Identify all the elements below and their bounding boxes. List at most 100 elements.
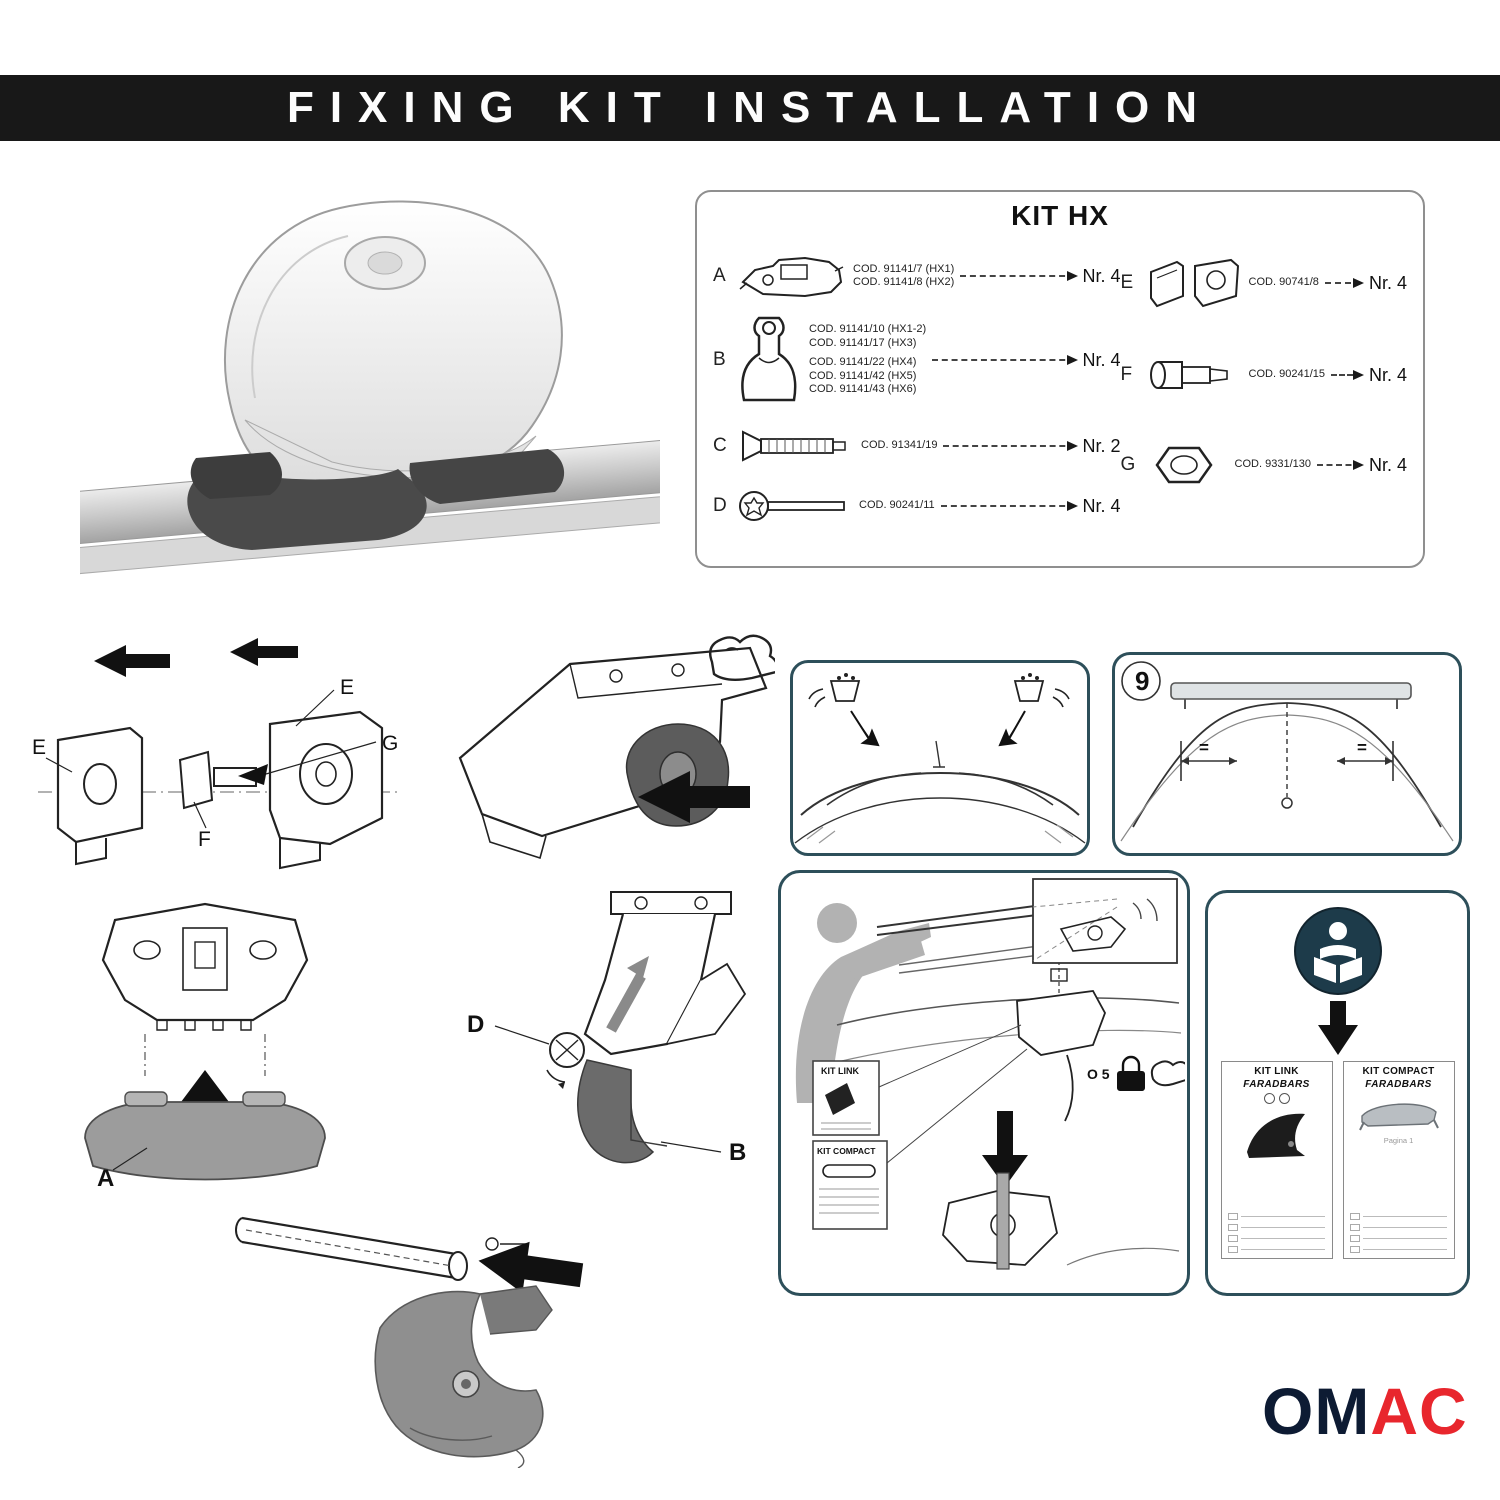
dashed-arrow xyxy=(940,501,1078,511)
signal-marks xyxy=(1132,898,1158,922)
dashed-arrow xyxy=(1330,370,1364,380)
flanged-screw-icon xyxy=(735,426,855,466)
allen-bolt-icon xyxy=(735,488,853,524)
parts-list-row xyxy=(1349,1246,1448,1253)
equal-spacing-left: = xyxy=(1180,738,1237,781)
kit-compact-title: KIT COMPACT xyxy=(1362,1066,1435,1077)
top-plate xyxy=(610,891,732,915)
down-arrow-icon xyxy=(982,1111,1028,1187)
faradbars-logo: FARADBARS xyxy=(1365,1079,1432,1090)
omac-logo: OMAC xyxy=(1262,1378,1468,1444)
kit-link-title: KIT LINK xyxy=(1254,1066,1299,1077)
part-code: COD. 91141/22 (HX4) xyxy=(809,356,917,369)
kit-row-c: C COD. 91341/19 Nr. 2 xyxy=(713,426,1121,466)
antenna xyxy=(933,740,945,768)
foot-assembly-detail xyxy=(1016,963,1106,1122)
kit-hx-box: KIT HX A COD. 91141/7 (HX1) xyxy=(695,190,1425,568)
padlock-icon xyxy=(1117,1055,1145,1091)
detail-inset xyxy=(1032,878,1178,964)
part-code: COD. 91141/10 (HX1-2) xyxy=(809,323,927,336)
lift-arrow-icon xyxy=(627,956,649,978)
kit-title: KIT HX xyxy=(1011,200,1109,231)
parts-list-row xyxy=(1227,1246,1326,1253)
part-code: COD. 91141/42 (HX5) xyxy=(809,369,917,382)
part-codes: COD. 90741/8 xyxy=(1249,276,1319,290)
hex-nut-icon xyxy=(1143,442,1229,488)
installation-step-box: O 5 KIT LINK KIT COMPACT xyxy=(778,870,1192,1296)
part-qty: Nr. 2 xyxy=(1082,435,1121,456)
clamp-leg-b xyxy=(577,1059,655,1164)
faradbars-logo: FARADBARS xyxy=(1243,1079,1310,1090)
grease-step-box xyxy=(790,660,1090,856)
step9-box: 9 = = xyxy=(1112,652,1462,856)
kit-columns: A COD. 91141/7 (HX1) COD. 91141/8 (HX2) xyxy=(713,236,1407,524)
label-f: F xyxy=(198,828,211,851)
kit-link-booklet-title: KIT LINK xyxy=(821,1066,859,1076)
manual-reference-box: KIT LINK FARADBARS KIT COMP xyxy=(1205,890,1470,1296)
label-e2: E xyxy=(32,736,46,759)
part-codes: COD. 90241/15 xyxy=(1249,368,1325,382)
equal-spacing-right: = xyxy=(1337,738,1394,781)
badge-icon xyxy=(1278,1093,1290,1104)
foot-base-outline xyxy=(101,902,309,1022)
part-qty: Nr. 4 xyxy=(1082,495,1121,516)
muscle-arm-icon xyxy=(709,634,775,681)
base-pad-icon xyxy=(735,252,847,300)
kit-column-left: A COD. 91141/7 (HX1) COD. 91141/8 (HX2) xyxy=(713,236,1121,524)
part-qty: Nr. 4 xyxy=(1368,364,1407,385)
apply-arrow-icon xyxy=(998,710,1026,747)
kit-compact-panel: KIT COMPACT FARADBARS Pagina 1 xyxy=(1342,1061,1455,1259)
part-letter: F xyxy=(1120,364,1133,385)
part-codes: COD. 91141/10 (HX1-2) COD. 91141/17 (HX3… xyxy=(809,323,926,397)
direction-arrow-icon xyxy=(230,638,298,666)
part-qty: Nr. 4 xyxy=(1082,265,1121,286)
insert-arrow-icon xyxy=(638,771,750,823)
kit-row-f: F COD. 90241/15 Nr. 4 xyxy=(1121,354,1407,396)
badge-icon xyxy=(1263,1093,1275,1104)
grease-pot-icon xyxy=(1013,673,1070,708)
kit-row-d: D COD. 90241/11 Nr. 4 xyxy=(713,488,1121,524)
part-code: COD. 90741/8 xyxy=(1248,276,1319,289)
part-code: COD. 90241/11 xyxy=(859,499,935,512)
part-letter: C xyxy=(713,435,727,456)
label-e1: E xyxy=(340,676,354,699)
kit-link-panel: KIT LINK FARADBARS xyxy=(1220,1061,1333,1259)
part-code: COD. 91141/43 (HX6) xyxy=(809,383,917,396)
clamp-plate-icon xyxy=(735,314,803,406)
omac-logo-primary: OM xyxy=(1262,1374,1371,1448)
page-title: FIXING KIT INSTALLATION xyxy=(286,83,1214,132)
lower-clamp-detail xyxy=(942,1172,1180,1270)
parts-list-row xyxy=(1227,1213,1326,1220)
cover-left xyxy=(56,726,144,844)
muscle-arm-icon xyxy=(1150,1060,1192,1087)
pad-assembly-diagram: A xyxy=(84,902,326,1190)
cover-bracket-icon xyxy=(1143,254,1243,312)
dashed-arrow xyxy=(932,355,1078,365)
cover-right xyxy=(268,710,384,846)
part-code: COD. 91341/19 xyxy=(861,439,938,452)
kit-row-g: G COD. 9331/130 Nr. 4 xyxy=(1121,442,1407,488)
part-codes: COD. 91141/7 (HX1) COD. 91141/8 (HX2) xyxy=(853,263,954,290)
foot-clamp-diagram xyxy=(458,634,775,860)
label-a: A xyxy=(97,1165,114,1190)
stud-bolt-icon xyxy=(1143,354,1243,396)
down-arrow-icon xyxy=(1317,1001,1358,1055)
parts-list xyxy=(1349,1213,1448,1253)
insert-arrow-icon xyxy=(478,1241,584,1294)
label-d: D xyxy=(467,1011,484,1038)
label-b: B xyxy=(729,1139,746,1166)
part-code: COD. 91141/7 (HX1) xyxy=(853,262,955,275)
part-qty: Nr. 4 xyxy=(1368,272,1407,293)
parts-list-row xyxy=(1227,1224,1326,1231)
direction-arrow-icon xyxy=(94,645,170,677)
foot-body-outline xyxy=(458,646,768,838)
kit-compact-booklet: KIT COMPACT xyxy=(812,1140,888,1230)
part-codes: COD. 9331/130 xyxy=(1235,458,1311,472)
rubber-pad xyxy=(84,1101,326,1181)
reference-lines xyxy=(878,1024,1028,1164)
part-letter: A xyxy=(713,265,726,286)
part-letter: E xyxy=(1120,272,1134,293)
manual-panels: KIT LINK FARADBARS KIT COMP xyxy=(1220,1061,1455,1259)
parts-list xyxy=(1227,1213,1326,1253)
small-arrow-icon xyxy=(238,764,268,785)
